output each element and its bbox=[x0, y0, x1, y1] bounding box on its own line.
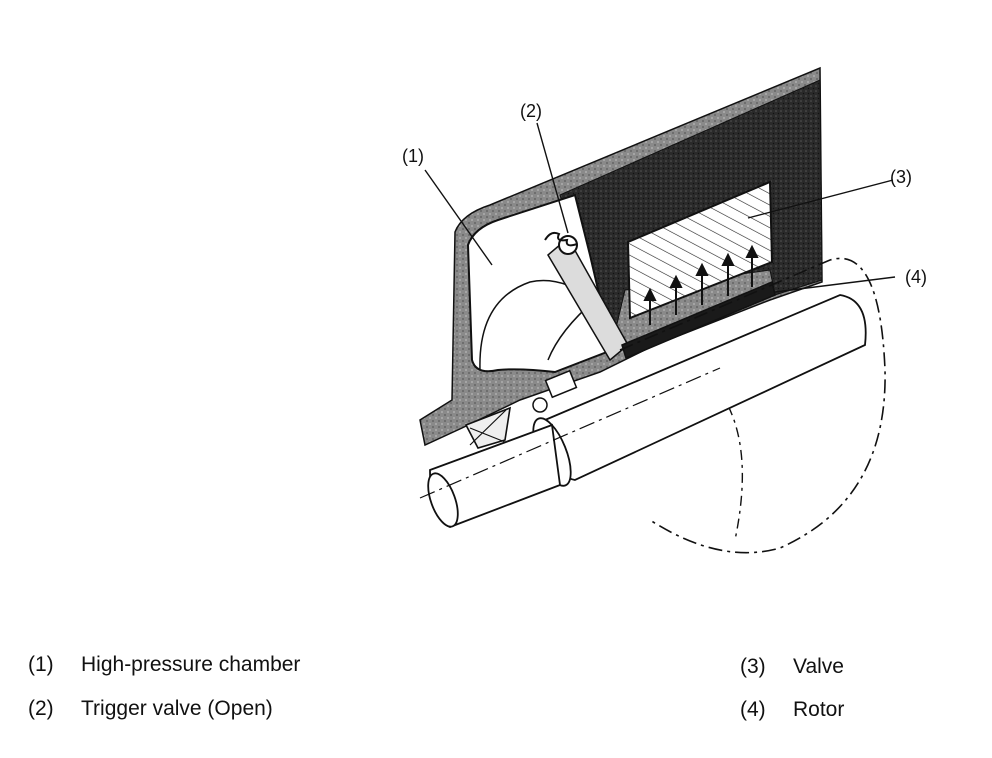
port-block bbox=[544, 369, 578, 399]
leader-4 bbox=[774, 276, 896, 293]
callout-3: (3) bbox=[890, 167, 912, 187]
callout-1: (1) bbox=[402, 146, 424, 166]
legend-number: (4) bbox=[740, 698, 766, 721]
legend-text: Trigger valve (Open) bbox=[81, 697, 273, 720]
rotor-ring bbox=[621, 280, 776, 360]
legend-number: (3) bbox=[740, 655, 766, 678]
legend-text: Rotor bbox=[793, 698, 845, 721]
rotor-cylinder bbox=[619, 257, 886, 554]
seal-cross bbox=[469, 409, 507, 446]
chamber-inner-curve bbox=[479, 279, 597, 371]
legend-text: Valve bbox=[793, 655, 844, 678]
legend-number: (2) bbox=[28, 697, 54, 720]
legend-text: High-pressure chamber bbox=[81, 653, 301, 676]
leader-2 bbox=[536, 122, 569, 234]
leader-3 bbox=[747, 179, 894, 219]
shaft-centerline bbox=[419, 367, 721, 499]
shaft-end bbox=[427, 472, 459, 528]
leader-1 bbox=[424, 169, 493, 266]
valve-block bbox=[626, 180, 774, 320]
legend-number: (1) bbox=[28, 653, 54, 676]
flow-arrows bbox=[643, 244, 759, 325]
callout-4: (4) bbox=[905, 267, 927, 287]
callout-2: (2) bbox=[520, 101, 542, 121]
trigger-valve-spring bbox=[544, 231, 578, 247]
rotor-face-arc bbox=[699, 369, 744, 541]
pin bbox=[532, 397, 548, 413]
